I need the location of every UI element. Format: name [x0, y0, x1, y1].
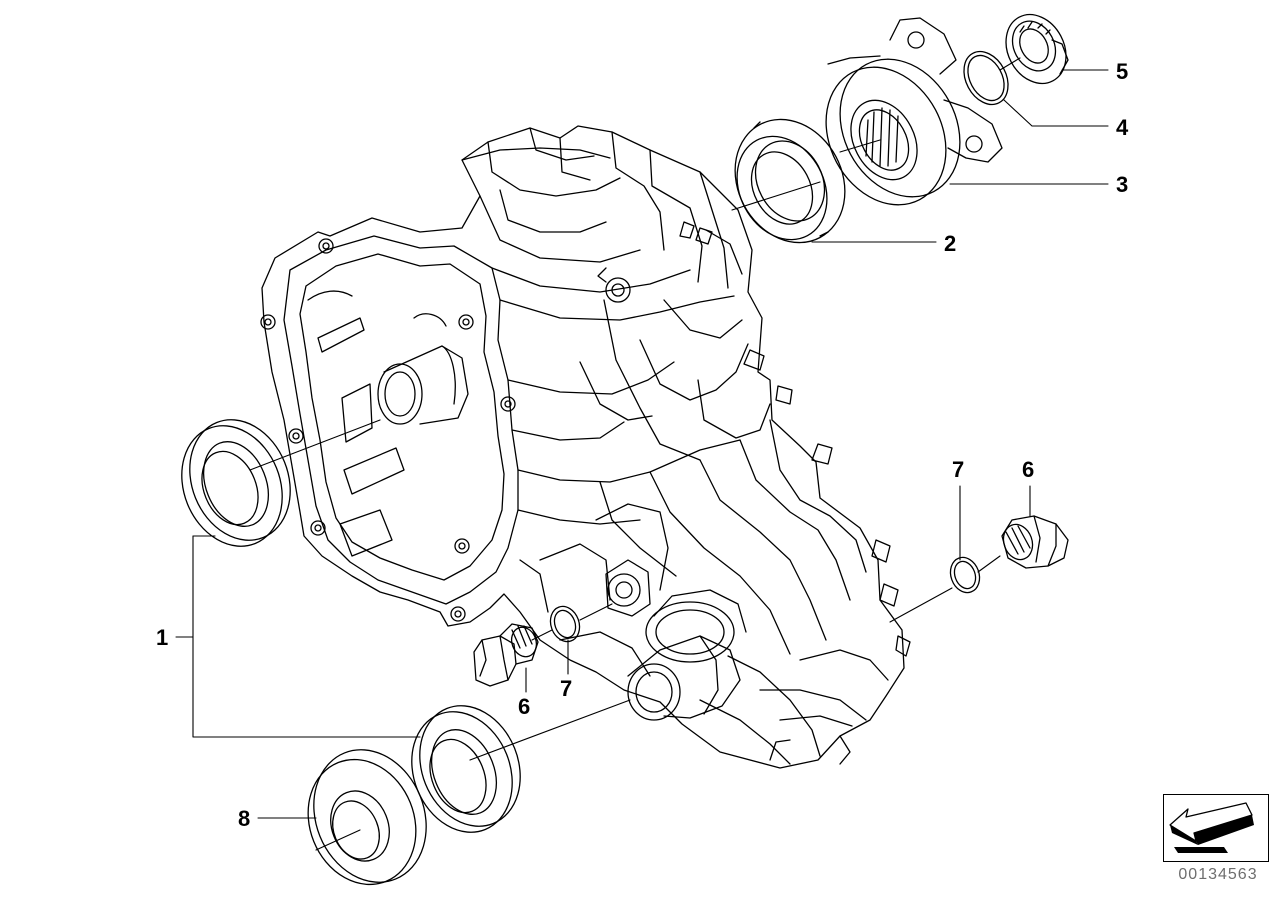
screw-plug-right — [1001, 515, 1069, 569]
arrow-down-left-icon — [1169, 802, 1254, 853]
output-flange — [825, 17, 1003, 206]
label-part-4: 4 — [1116, 115, 1129, 140]
label-part-1: 1 — [156, 625, 168, 650]
label-part-3: 3 — [1116, 172, 1128, 197]
o-ring-right — [949, 556, 981, 594]
o-ring-left — [549, 605, 581, 643]
label-part-6-right: 6 — [1022, 457, 1034, 482]
screw-plug-left — [473, 623, 539, 687]
shaft-seal-left — [181, 419, 291, 547]
label-part-2: 2 — [944, 231, 956, 256]
label-part-5: 5 — [1116, 59, 1128, 84]
protection-cap — [307, 749, 427, 886]
collar-nut — [1005, 13, 1069, 85]
label-part-6-left: 6 — [518, 694, 530, 719]
navigation-arrow-box[interactable] — [1163, 794, 1269, 862]
label-part-7-left: 7 — [560, 676, 572, 701]
shaft-seal-upper — [734, 118, 846, 244]
label-part-7-right: 7 — [952, 457, 964, 482]
transfer-case-housing — [260, 125, 911, 769]
label-part-8: 8 — [238, 806, 250, 831]
part-labels: 1 2 3 4 5 6 7 6 7 8 — [156, 59, 1129, 831]
leader-lines — [175, 57, 1109, 851]
diagram-id: 00134563 — [1178, 866, 1258, 883]
